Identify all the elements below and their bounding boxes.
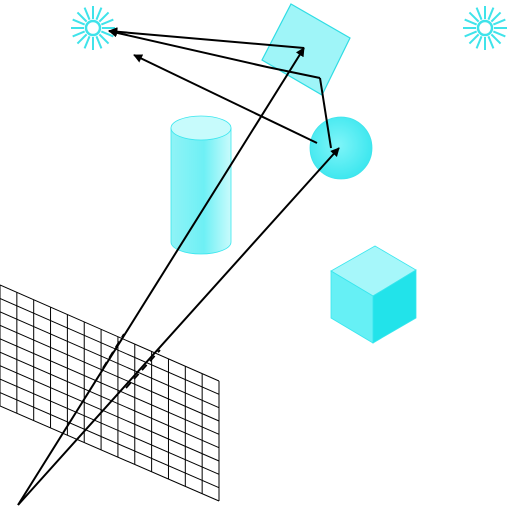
ray-sphere-to-mirror [319, 77, 332, 149]
ray-mirror-reflect-to-light [108, 28, 321, 79]
grid-line-horizontal [0, 297, 220, 395]
ray-group [17, 27, 340, 506]
grid-line-horizontal [0, 284, 220, 382]
grid-line-horizontal [0, 378, 220, 475]
cylinder [170, 115, 232, 255]
sun-icon [463, 6, 507, 50]
ray-hidden-segments [102, 333, 161, 389]
grid-line-horizontal [0, 351, 220, 449]
grid-line-horizontal [0, 365, 220, 462]
light-source-left [71, 6, 115, 50]
grid-line-horizontal [0, 405, 220, 502]
cube [330, 245, 417, 344]
sun-icon [71, 6, 115, 50]
grid-line-horizontal [0, 338, 220, 435]
ray-sphere-to-light [133, 54, 318, 144]
ray-mirror-to-light [108, 27, 305, 49]
grid-line-horizontal [0, 324, 220, 422]
ray-eye-to-sphere [17, 147, 340, 506]
light-source-right [463, 6, 507, 50]
ray-eye-to-mirror [17, 47, 305, 506]
grid-line-horizontal [0, 392, 220, 489]
mirror-plane [261, 3, 351, 96]
